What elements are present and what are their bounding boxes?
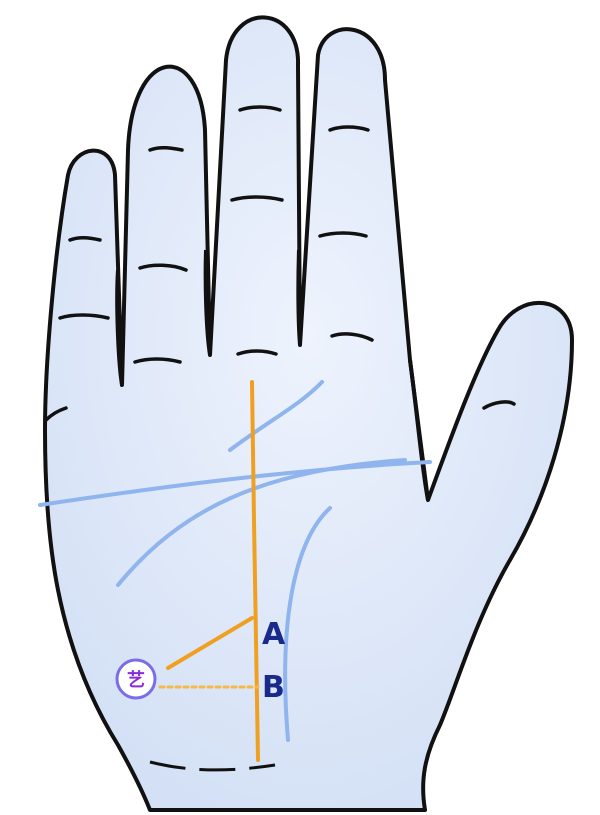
hand-outline-icon [43, 15, 574, 812]
thumb-gap [408, 359, 430, 501]
life-line [283, 506, 332, 742]
head-line [116, 458, 407, 587]
seal-text: 艺 [127, 669, 145, 691]
crease [133, 357, 182, 364]
crease [230, 195, 284, 202]
hand-shape [43, 15, 574, 812]
label-b: B [262, 670, 285, 705]
crease [482, 400, 516, 410]
heart-line [38, 460, 432, 507]
label-a: A [262, 617, 286, 652]
finger-creases [44, 105, 516, 422]
finger-gap-2 [203, 249, 212, 356]
diagonal-marker-line [166, 616, 254, 670]
crease [330, 332, 374, 342]
crease [138, 263, 188, 272]
crease [318, 231, 368, 238]
palm-lines [38, 380, 432, 742]
crease [68, 235, 102, 242]
crease [58, 313, 110, 320]
seal-circle [115, 658, 157, 700]
crease [328, 125, 370, 132]
finger-gap-3 [296, 249, 302, 346]
crease [44, 406, 68, 422]
marker-lines [158, 380, 260, 762]
seal-badge-icon: 艺 [115, 658, 157, 700]
upper-line [228, 380, 324, 452]
crease [238, 105, 282, 112]
vertical-marker-line [250, 380, 260, 762]
finger-gap-1 [115, 269, 124, 386]
crease [148, 145, 184, 152]
crease [236, 349, 278, 356]
wrist-crease [149, 760, 276, 772]
